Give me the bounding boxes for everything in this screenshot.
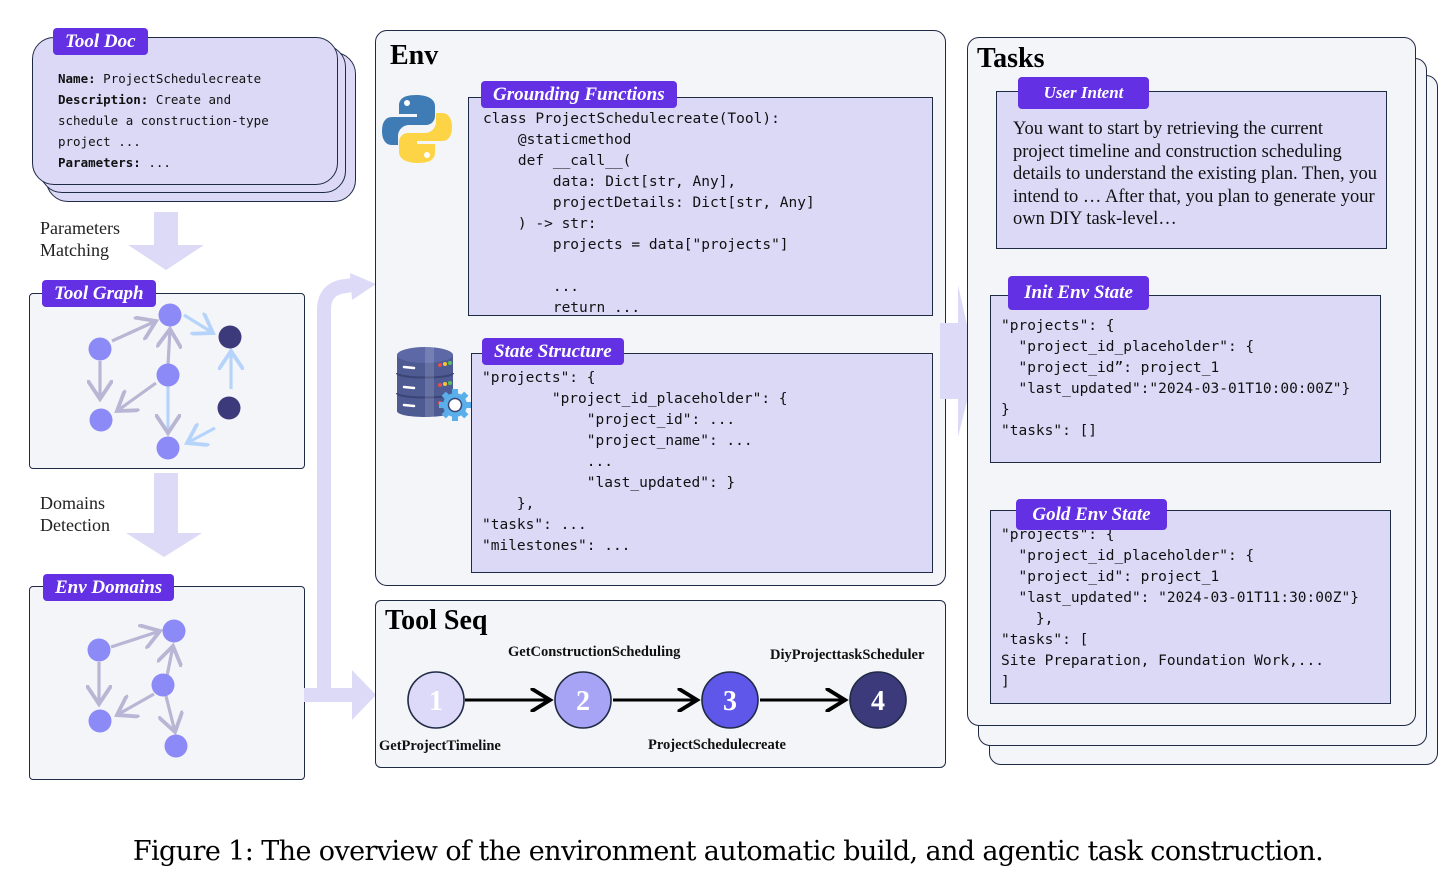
grounding-functions-code: class ProjectSchedulecreate(Tool): @stat… (483, 111, 815, 316)
seq-step-4-number: 4 (871, 686, 885, 717)
seq-step-3-node (701, 671, 759, 729)
connector-arrow-icon (304, 273, 376, 720)
tool-doc-parameters-label: Parameters: (58, 155, 141, 170)
graph-edge (111, 321, 156, 343)
python-logo-icon (382, 95, 452, 163)
init-env-state-code: "projects": { "project_id_placeholder": … (1001, 318, 1351, 439)
parameters-matching-line2: Matching (40, 240, 109, 260)
tool-doc-card: Name: ProjectSchedulecreate Description:… (32, 37, 338, 185)
graph-node (87, 638, 111, 662)
tool-doc-content: Name: ProjectSchedulecreate Description:… (58, 68, 269, 173)
user-intent-badge: User Intent (1018, 77, 1149, 109)
graph-edge (168, 329, 170, 366)
graph-node-dark (217, 396, 241, 420)
state-structure-badge: State Structure (482, 338, 624, 365)
gold-env-state-box: "projects": { "project_id_placeholder": … (990, 510, 1391, 704)
figure-caption: Figure 1: The overview of the environmen… (132, 836, 1324, 867)
user-intent-text: You want to start by retrieving the curr… (1013, 119, 1377, 229)
graph-node (158, 303, 182, 327)
graph-node (88, 337, 112, 361)
graph-edge (183, 315, 213, 333)
domains-detection-line1: Domains (40, 493, 105, 513)
tool-doc-name-value: ProjectSchedulecreate (95, 71, 262, 86)
tool-graph-edges (100, 315, 231, 443)
seq-step-2-node (554, 671, 612, 729)
database-gear-icon (396, 347, 471, 421)
tool-doc-badge: Tool Doc (53, 28, 148, 55)
graph-node (156, 436, 180, 460)
seq-step-4-label: DiyProjecttaskScheduler (770, 647, 925, 663)
tool-graph-badge: Tool Graph (42, 280, 156, 307)
tool-doc-description-line2: schedule a construction-type (58, 113, 269, 128)
seq-step-1-number: 1 (429, 686, 443, 717)
user-intent-box: You want to start by retrieving the curr… (996, 91, 1387, 249)
seq-step-3-number: 3 (723, 686, 737, 717)
init-env-state-box: "projects": { "project_id_placeholder": … (990, 295, 1381, 463)
graph-edge (110, 631, 160, 647)
parameters-matching-line1: Parameters (40, 218, 120, 238)
seq-step-2-label: GetConstructionScheduling (508, 644, 681, 660)
down-arrow-icon (128, 212, 204, 270)
graph-edge (167, 646, 173, 677)
domains-detection-label: Domains Detection (40, 492, 110, 536)
graph-edge (117, 692, 155, 715)
graph-edge (187, 428, 216, 443)
env-domains-badge: Env Domains (43, 574, 175, 601)
seq-step-1-label: GetProjectTimeline (379, 738, 501, 754)
graph-node (89, 408, 113, 432)
graph-node (88, 709, 112, 733)
tool-seq-diagram: 1 2 3 4 (407, 671, 907, 729)
seq-step-3-label: ProjectSchedulecreate (648, 737, 786, 753)
tasks-title: Tasks (977, 43, 1045, 74)
seq-step-1-node (407, 671, 465, 729)
tool-doc-description-line1: Create and (148, 92, 232, 107)
graph-edge (166, 695, 175, 732)
init-env-state-badge: Init Env State (1008, 276, 1149, 310)
tool-seq-panel (375, 600, 946, 768)
graph-node-dark (218, 325, 242, 349)
graph-node (162, 619, 186, 643)
tool-doc-parameters-value: ... (140, 155, 171, 170)
tool-seq-title: Tool Seq (385, 605, 488, 636)
gold-env-state-badge: Gold Env State (1016, 499, 1167, 530)
graph-node (151, 673, 175, 697)
state-structure-box: "projects": { "project_id_placeholder": … (471, 353, 933, 573)
tool-doc-description-line3: project ... (58, 134, 141, 149)
env-title: Env (390, 40, 439, 71)
tool-doc-description-label: Description: (58, 92, 149, 107)
graph-edge (117, 381, 157, 411)
graph-node (156, 363, 180, 387)
tool-doc-name-label: Name: (58, 71, 96, 86)
seq-step-2-number: 2 (576, 686, 590, 717)
state-structure-code: "projects": { "project_id_placeholder": … (482, 370, 788, 554)
grounding-functions-box: class ProjectSchedulecreate(Tool): @stat… (468, 97, 933, 316)
grounding-functions-badge: Grounding Functions (481, 81, 677, 108)
env-domains-diagram (29, 619, 188, 758)
gold-env-state-code: "projects": { "project_id_placeholder": … (1001, 527, 1359, 690)
down-arrow-icon (126, 473, 202, 557)
graph-node (164, 734, 188, 758)
parameters-matching-label: Parameters Matching (40, 217, 120, 261)
seq-step-4-node (849, 671, 907, 729)
domains-detection-line2: Detection (40, 515, 110, 535)
tool-graph-diagram (29, 303, 305, 460)
